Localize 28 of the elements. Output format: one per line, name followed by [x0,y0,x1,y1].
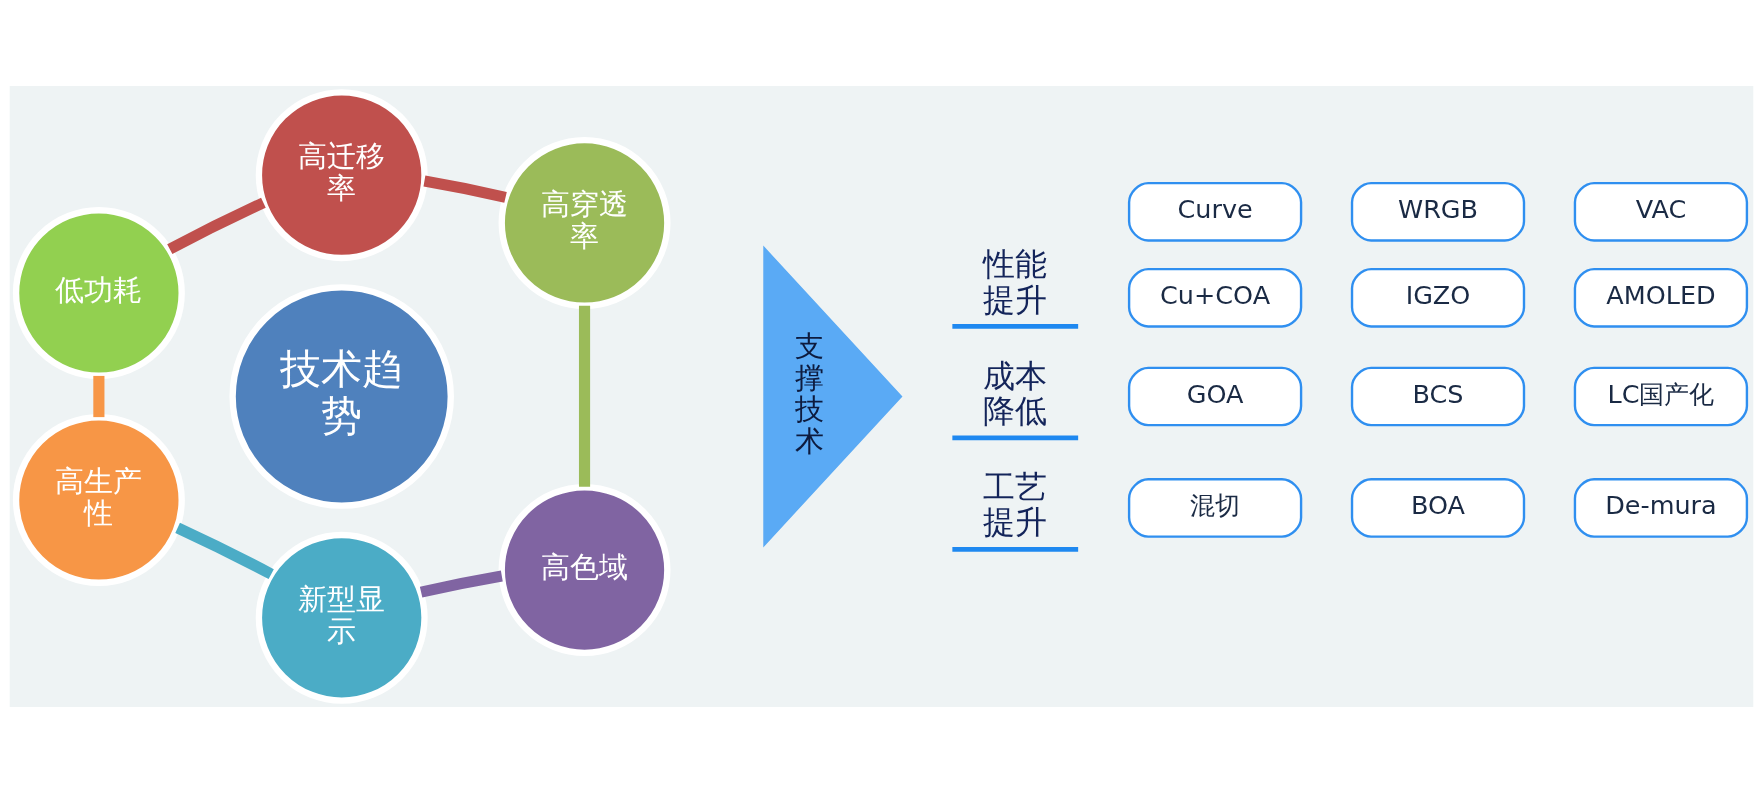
node-box: LC国产化 [1573,366,1748,427]
node-box: Cu+COA [1127,267,1302,328]
node-box: De-mura [1573,478,1748,538]
node-text: 性能提升 [982,245,1047,319]
connector [419,570,503,598]
node-circle: 高生产性 [12,414,185,586]
node-circle: 高色域 [498,484,670,657]
node-circle: 新型显示 [255,531,428,704]
connector [578,305,590,487]
connector [166,197,266,254]
node-box: GOA [1127,366,1302,427]
node-box: BCS [1350,366,1525,427]
node-box: Curve [1127,181,1302,242]
node-box: AMOLED [1573,267,1748,328]
node-box: IGZO [1350,267,1525,328]
node-box: VAC [1573,181,1748,242]
node-circle: 高穿透率 [498,136,670,309]
node-circle: 高迁移率 [255,89,428,262]
connector [174,522,274,580]
connector [92,375,104,418]
node-box: 混切 [1127,478,1302,538]
node-text: 工艺提升 [982,468,1047,542]
node-box: WRGB [1350,181,1525,242]
node-box: BOA [1350,478,1525,538]
node-circle: 低功耗 [12,207,185,379]
connector [422,175,507,203]
node-circle: 技术趋势 [228,284,454,509]
node-text: 成本降低 [982,356,1047,430]
